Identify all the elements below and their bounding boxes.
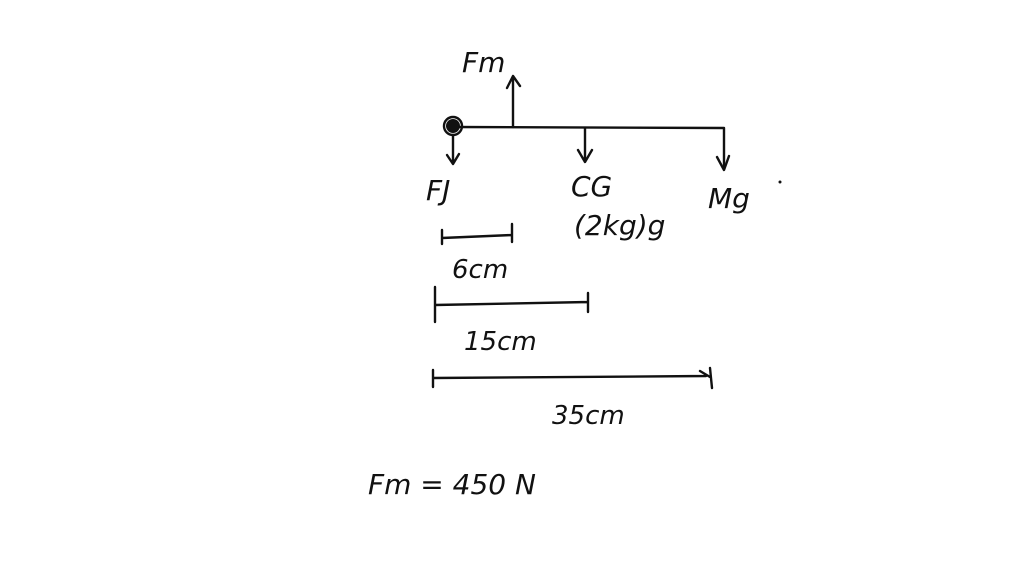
pivot-joint (446, 119, 460, 133)
label-15cm: 15cm (464, 327, 537, 357)
equation-fm: Fm = 450 N (368, 468, 536, 501)
dimension-15cm (433, 285, 590, 324)
label-cg: CG (571, 170, 612, 203)
label-cg-weight: (2kg)g (574, 209, 665, 242)
dimension-6cm (440, 222, 514, 246)
stray-dot (778, 180, 782, 184)
label-mg: Mg (708, 182, 750, 215)
cg-arrow (576, 126, 594, 164)
label-fj: FJ (426, 174, 450, 207)
label-6cm: 6cm (452, 255, 508, 285)
beam-line (450, 125, 726, 170)
mg-arrow (715, 154, 731, 172)
label-35cm: 35cm (552, 401, 625, 431)
dimension-35cm (431, 366, 714, 390)
label-fm-top: Fm (462, 46, 505, 79)
fj-arrow (445, 133, 461, 166)
fm-arrow (505, 74, 522, 129)
